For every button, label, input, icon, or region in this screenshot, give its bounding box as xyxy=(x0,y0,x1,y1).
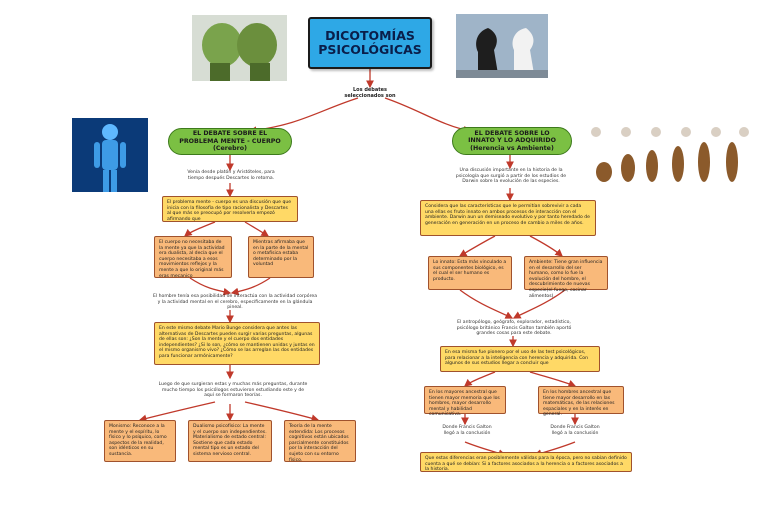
nature-nurture-intro: Una discusión importante en la historia … xyxy=(455,168,567,185)
galton-intro: El antropólogo, geógrafo, explorador, es… xyxy=(456,320,572,337)
environment-box: Ambiente: Tiene gran influencia en el de… xyxy=(524,256,608,299)
map-title: DICOTOMÍAS PSICOLÓGICAS xyxy=(308,17,432,69)
mind-body-problem-box: El problema mente - cuerpo es una discus… xyxy=(162,196,298,222)
theories-intro: Luego de que surgieran estas y muchas má… xyxy=(158,382,308,399)
bunge-questions-box: En este mismo debate Mario Bunge conside… xyxy=(154,322,320,365)
pineal-conclusion: El hombre tenía esa posibilidad de inter… xyxy=(152,294,318,311)
mind-body-intro: Venía desde platón y Aristóteles, para t… xyxy=(187,170,275,181)
theory-monism-box: Monismo: Reconoce a la mente y el espíri… xyxy=(104,420,176,462)
theory-extended-mind-box: Teoría de la mente extendida: Los proces… xyxy=(284,420,356,463)
body-claim-box: Mientras afirmaba que en la parte de la … xyxy=(248,236,314,278)
theory-dualism-box: Dualismo psicofísico: La mente y el cuer… xyxy=(188,420,272,462)
human-evolution-image xyxy=(586,122,756,196)
human-anatomy-image xyxy=(72,118,148,192)
root-label: Los debates seleccionados son xyxy=(344,87,396,99)
brain-heads-image xyxy=(192,15,287,81)
darwin-consider-box: Considera que las características que le… xyxy=(420,200,596,236)
ancestors-women-box: En los mayores ancestral que tienen mayo… xyxy=(424,386,506,417)
mind-claim-box: El cuerpo no necesitaba de la mente ya q… xyxy=(154,236,232,279)
nature-nurture-debate-heading: EL DEBATE SOBRE LO INNATO Y LO ADQUIRIDO… xyxy=(452,127,572,155)
chess-knights-image xyxy=(456,14,548,78)
conclusion-label-left: Donde Francis Galton llegó a la conclusi… xyxy=(442,425,492,436)
ancestors-men-box: En los hombres ancestral que tiene mayor… xyxy=(538,386,624,417)
innate-box: Lo innato: Esta más vinculado a sus comp… xyxy=(428,256,512,290)
final-conclusion-box: Que estas diferencias eran posiblemente … xyxy=(420,452,632,472)
conclusion-label-right: Donde Francis Galton llegó a la conclusi… xyxy=(550,425,600,436)
galton-study-box: En esa misma fue pionero por el uso de l… xyxy=(440,346,600,372)
mind-body-debate-heading: EL DEBATE SOBRE EL PROBLEMA MENTE - CUER… xyxy=(168,128,292,155)
